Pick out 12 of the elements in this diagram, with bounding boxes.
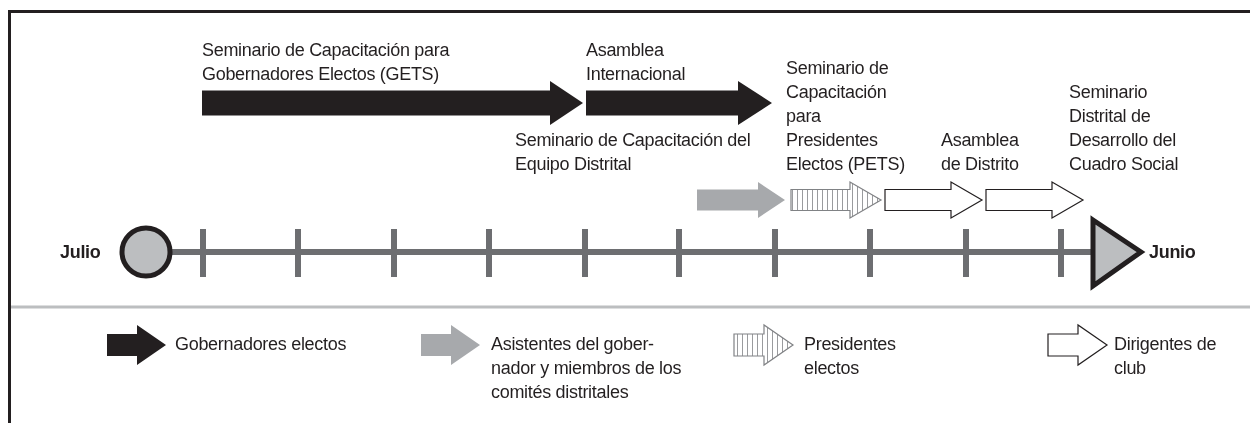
event-label: Seminario de Capacitación del Equipo Distrital xyxy=(515,129,752,176)
month-label: Julio xyxy=(60,241,102,264)
legend-text: Presidentes electos xyxy=(804,333,897,380)
event-label: Asamblea Internacional xyxy=(586,39,687,86)
legend-text: Gobernadores electos xyxy=(175,333,348,356)
event-label: Seminario de Capacitación para Presidentes Electos (PETS) xyxy=(786,57,906,176)
legend-text: Dirigentes de club xyxy=(1114,333,1218,380)
event-label: Asamblea de Distrito xyxy=(941,129,1020,176)
event-label: Seminario Distrital de Desarrollo del Cuadro Social xyxy=(1069,81,1180,176)
month-label: Junio xyxy=(1149,241,1197,264)
legend-text: Asistentes del gober- nador y miembros de los comités distritales xyxy=(491,333,683,404)
event-label: Seminario de Capacitación para Gobernadores Electos (GETS) xyxy=(202,39,451,86)
